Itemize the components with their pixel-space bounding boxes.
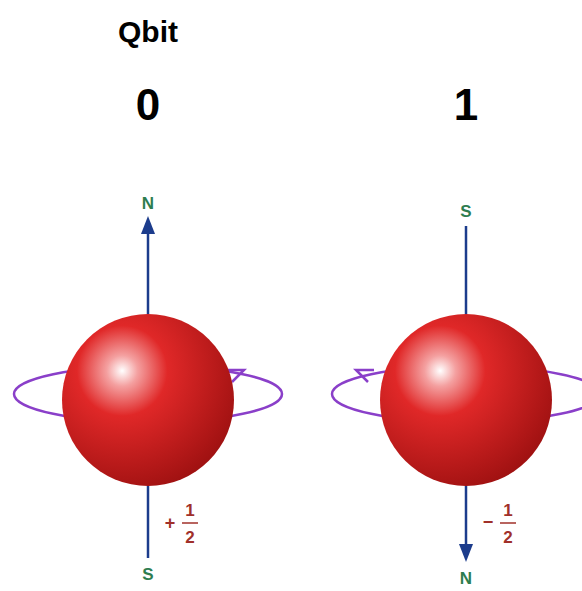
- spin-sign: −: [483, 513, 494, 531]
- fraction-part: 1: [503, 502, 512, 519]
- axis-arrowhead: [459, 544, 473, 562]
- axis-line: [147, 232, 150, 314]
- axis-line: [465, 486, 468, 546]
- pole-label: N: [460, 570, 472, 587]
- fraction-bar: [182, 522, 198, 524]
- spin-sign: +: [165, 514, 176, 532]
- axis-line: [147, 486, 150, 558]
- fraction-part: 2: [503, 529, 512, 546]
- spin-sphere: [62, 314, 234, 486]
- fraction-bar: [500, 522, 516, 524]
- axis-line: [465, 226, 468, 314]
- spin-sphere: [380, 314, 552, 486]
- pole-label: S: [142, 566, 153, 583]
- orbit-arrowhead: [356, 370, 374, 382]
- pole-label: N: [142, 195, 154, 212]
- pole-label: S: [460, 203, 471, 220]
- state-label: 1: [454, 83, 478, 127]
- fraction-part: 1: [185, 502, 194, 519]
- diagram-title: Qbit: [118, 17, 178, 47]
- fraction-part: 2: [185, 529, 194, 546]
- state-label: 0: [136, 83, 160, 127]
- axis-arrowhead: [141, 216, 155, 234]
